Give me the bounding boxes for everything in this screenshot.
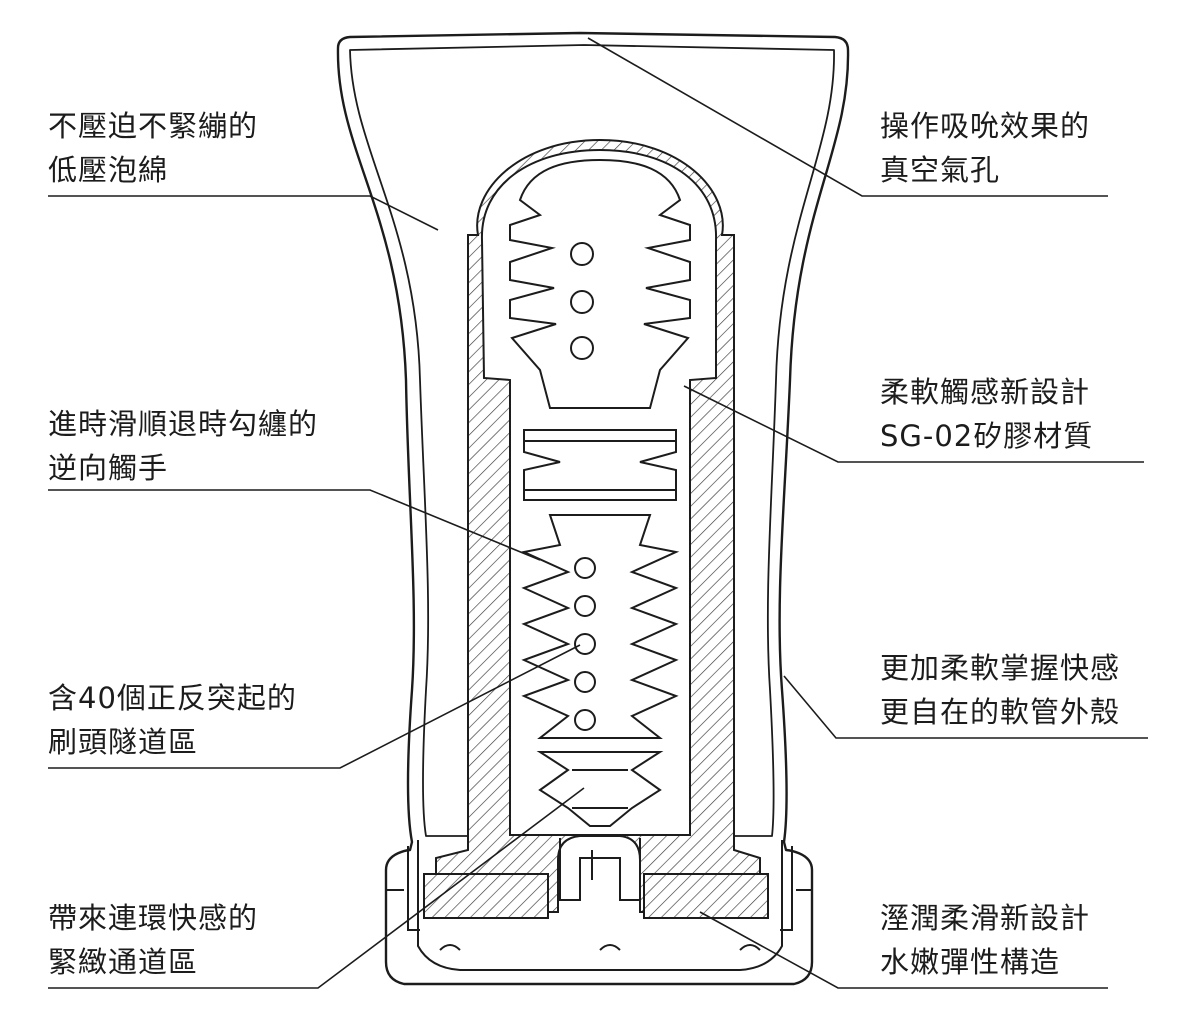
- leader-water-structure: [699, 911, 1108, 989]
- callout-foam-line2: 低壓泡綿: [48, 153, 169, 187]
- callout-tentacles-line1: 進時滑順退時勾纏的: [48, 407, 319, 441]
- leader-brush-zone: [48, 644, 581, 769]
- callout-silicone-line2: SG-02矽膠材質: [880, 419, 1094, 453]
- callout-vacuum-hole-line2: 真空氣孔: [880, 153, 1001, 187]
- callout-brush-zone-line1: 含40個正反突起的: [48, 681, 297, 715]
- callout-soft-case-line1: 更加柔軟掌握快感: [880, 651, 1121, 685]
- leader-tight-zone: [48, 787, 585, 989]
- callout-vacuum-hole: 操作吸吮效果的 真空氣孔: [880, 104, 1090, 192]
- callout-foam-line1: 不壓迫不緊繃的: [48, 109, 259, 143]
- callout-tight-zone: 帶來連環快感的 緊緻通道區: [48, 896, 258, 984]
- leader-tentacles: [48, 489, 541, 561]
- callout-tentacles-line2: 逆向觸手: [48, 451, 169, 485]
- callout-vacuum-hole-line1: 操作吸吮效果的: [880, 109, 1091, 143]
- upper-nub-chamber: [509, 158, 691, 409]
- outer-soft-case: [336, 31, 850, 986]
- callout-tight-zone-line1: 帶來連環快感的: [48, 901, 259, 935]
- callout-soft-case: 更加柔軟掌握快感 更自在的軟管外殼: [880, 646, 1120, 734]
- callout-water-structure-line1: 溼潤柔滑新設計: [880, 901, 1091, 935]
- callout-silicone: 柔軟觸感新設計 SG-02矽膠材質: [880, 370, 1093, 458]
- tight-channel-zone: [536, 751, 664, 827]
- callout-tentacles: 進時滑順退時勾纏的 逆向觸手: [48, 402, 318, 490]
- callout-water-structure-line2: 水嫩彈性構造: [880, 945, 1061, 979]
- leader-foam: [48, 195, 439, 231]
- ring-zone: [523, 429, 677, 501]
- callout-brush-zone-line2: 刷頭隧道區: [48, 725, 199, 759]
- base-structure: [386, 838, 812, 971]
- callout-soft-case-line2: 更自在的軟管外殼: [880, 695, 1121, 729]
- callout-foam: 不壓迫不緊繃的 低壓泡綿: [48, 104, 258, 192]
- leader-lines: [48, 37, 1148, 989]
- callout-tight-zone-line2: 緊緻通道區: [48, 945, 199, 979]
- brush-tunnel-zone: [520, 514, 680, 739]
- callout-silicone-line1: 柔軟觸感新設計: [880, 375, 1091, 409]
- leader-soft-case: [783, 675, 1148, 739]
- callout-brush-zone: 含40個正反突起的 刷頭隧道區: [48, 676, 297, 764]
- leader-silicone: [683, 385, 1144, 463]
- callout-water-structure: 溼潤柔滑新設計 水嫩彈性構造: [880, 896, 1090, 984]
- leader-vacuum-hole: [587, 37, 1108, 197]
